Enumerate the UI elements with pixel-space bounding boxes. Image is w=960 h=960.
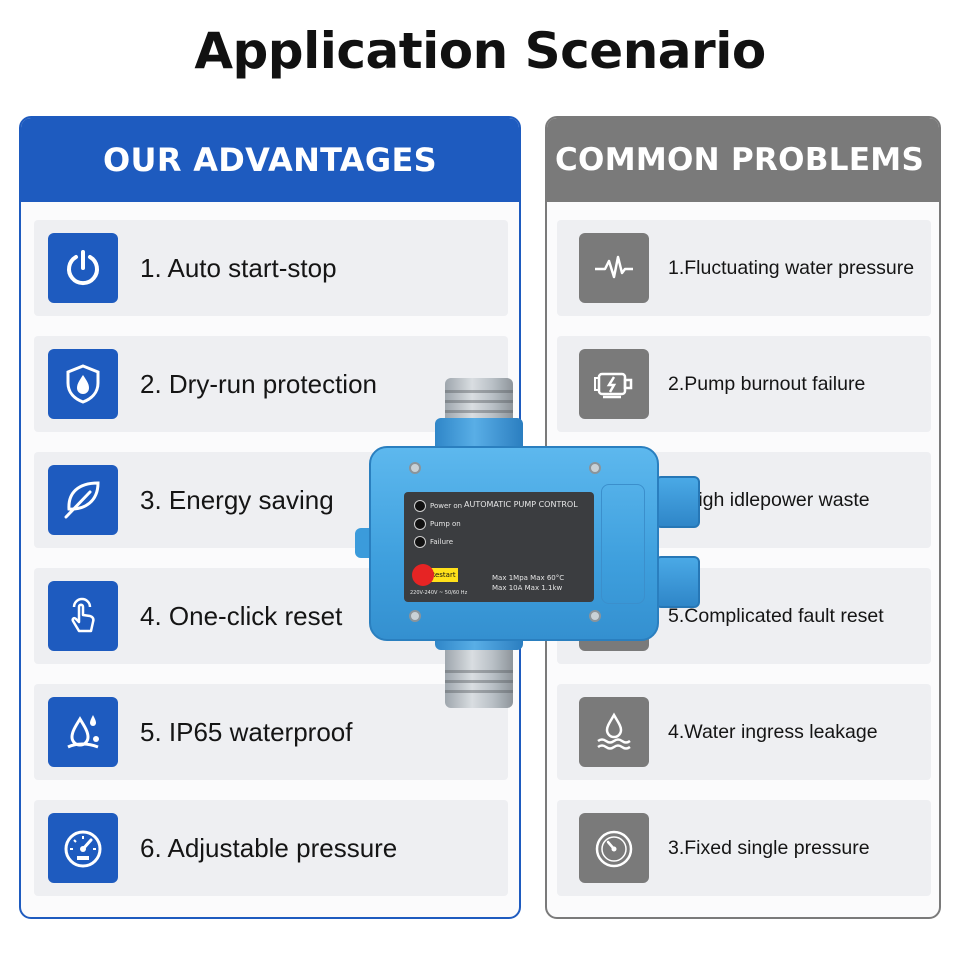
- pulse-icon: [579, 233, 649, 303]
- advantage-label: 4. One-click reset: [140, 600, 343, 631]
- gauge-icon: [579, 813, 649, 883]
- advantage-label: 5. IP65 waterproof: [140, 716, 353, 747]
- advantage-label: 6. Adjustable pressure: [140, 832, 398, 863]
- voltage-spec: 220V-240V ~ 50/60 Hz: [410, 590, 468, 596]
- advantage-item: 5. IP65 waterproof: [34, 684, 508, 780]
- problem-label: 6.High idlepower waste: [668, 488, 870, 511]
- led-label: Pump on: [430, 520, 461, 528]
- leaf-icon: [48, 465, 118, 535]
- screw: [409, 462, 421, 474]
- led-label: Failure: [430, 538, 454, 546]
- controller-body: AUTOMATIC PUMP CONTROL Power on Pump on …: [369, 446, 659, 641]
- led-label: Power on: [430, 502, 463, 510]
- problem-item: 3.Fixed single pressure: [557, 800, 931, 896]
- water-drop-waves-icon: [579, 697, 649, 767]
- gauge-icon: [48, 813, 118, 883]
- advantage-label: 2. Dry-run protection: [140, 368, 377, 399]
- advantage-item: 2. Dry-run protection: [34, 336, 508, 432]
- problem-label: 3.Fixed single pressure: [668, 836, 870, 859]
- control-panel: AUTOMATIC PUMP CONTROL Power on Pump on …: [404, 492, 594, 602]
- power-icon: [48, 233, 118, 303]
- cable-gland-bottom: [655, 556, 700, 608]
- restart-button: [412, 564, 434, 586]
- advantage-item: 6. Adjustable pressure: [34, 800, 508, 896]
- spec-line: Max 10A Max 1.1kw: [492, 584, 563, 592]
- advantages-header: OUR ADVANTAGES: [21, 118, 519, 202]
- screw: [589, 610, 601, 622]
- water-drops-icon: [48, 697, 118, 767]
- screw: [409, 610, 421, 622]
- pump-controller-image: AUTOMATIC PUMP CONTROL Power on Pump on …: [355, 378, 700, 708]
- problem-item: 2.Pump burnout failure: [557, 336, 931, 432]
- water-shield-icon: [48, 349, 118, 419]
- page-title: Application Scenario: [194, 22, 766, 80]
- screw: [589, 462, 601, 474]
- motor-icon: [579, 349, 649, 419]
- side-label-area: [601, 484, 645, 604]
- problem-label: 5.Complicated fault reset: [668, 604, 884, 627]
- outlet-pipe: [445, 640, 513, 708]
- problem-item: 1.Fluctuating water pressure: [557, 220, 931, 316]
- restart-label: Restart: [428, 568, 458, 582]
- advantage-label: 1. Auto start-stop: [140, 252, 337, 283]
- problem-item: 4.Water ingress leakage: [557, 684, 931, 780]
- spec-line: Max 1Mpa Max 60°C: [492, 574, 565, 582]
- advantage-item: 1. Auto start-stop: [34, 220, 508, 316]
- cable-gland-top: [655, 476, 700, 528]
- panel-title: AUTOMATIC PUMP CONTROL: [464, 500, 578, 509]
- led-indicator: [414, 500, 426, 512]
- advantage-label: 3. Energy saving: [140, 484, 334, 515]
- advantages-panel: OUR ADVANTAGES 1. Auto start-stop 2. Dry…: [19, 116, 521, 919]
- problem-label: 4.Water ingress leakage: [668, 720, 878, 743]
- tap-finger-icon: [48, 581, 118, 651]
- problem-label: 1.Fluctuating water pressure: [668, 256, 915, 279]
- led-indicator: [414, 536, 426, 548]
- problems-header: COMMON PROBLEMS: [547, 118, 939, 202]
- problem-label: 2.Pump burnout failure: [668, 372, 866, 395]
- led-indicator: [414, 518, 426, 530]
